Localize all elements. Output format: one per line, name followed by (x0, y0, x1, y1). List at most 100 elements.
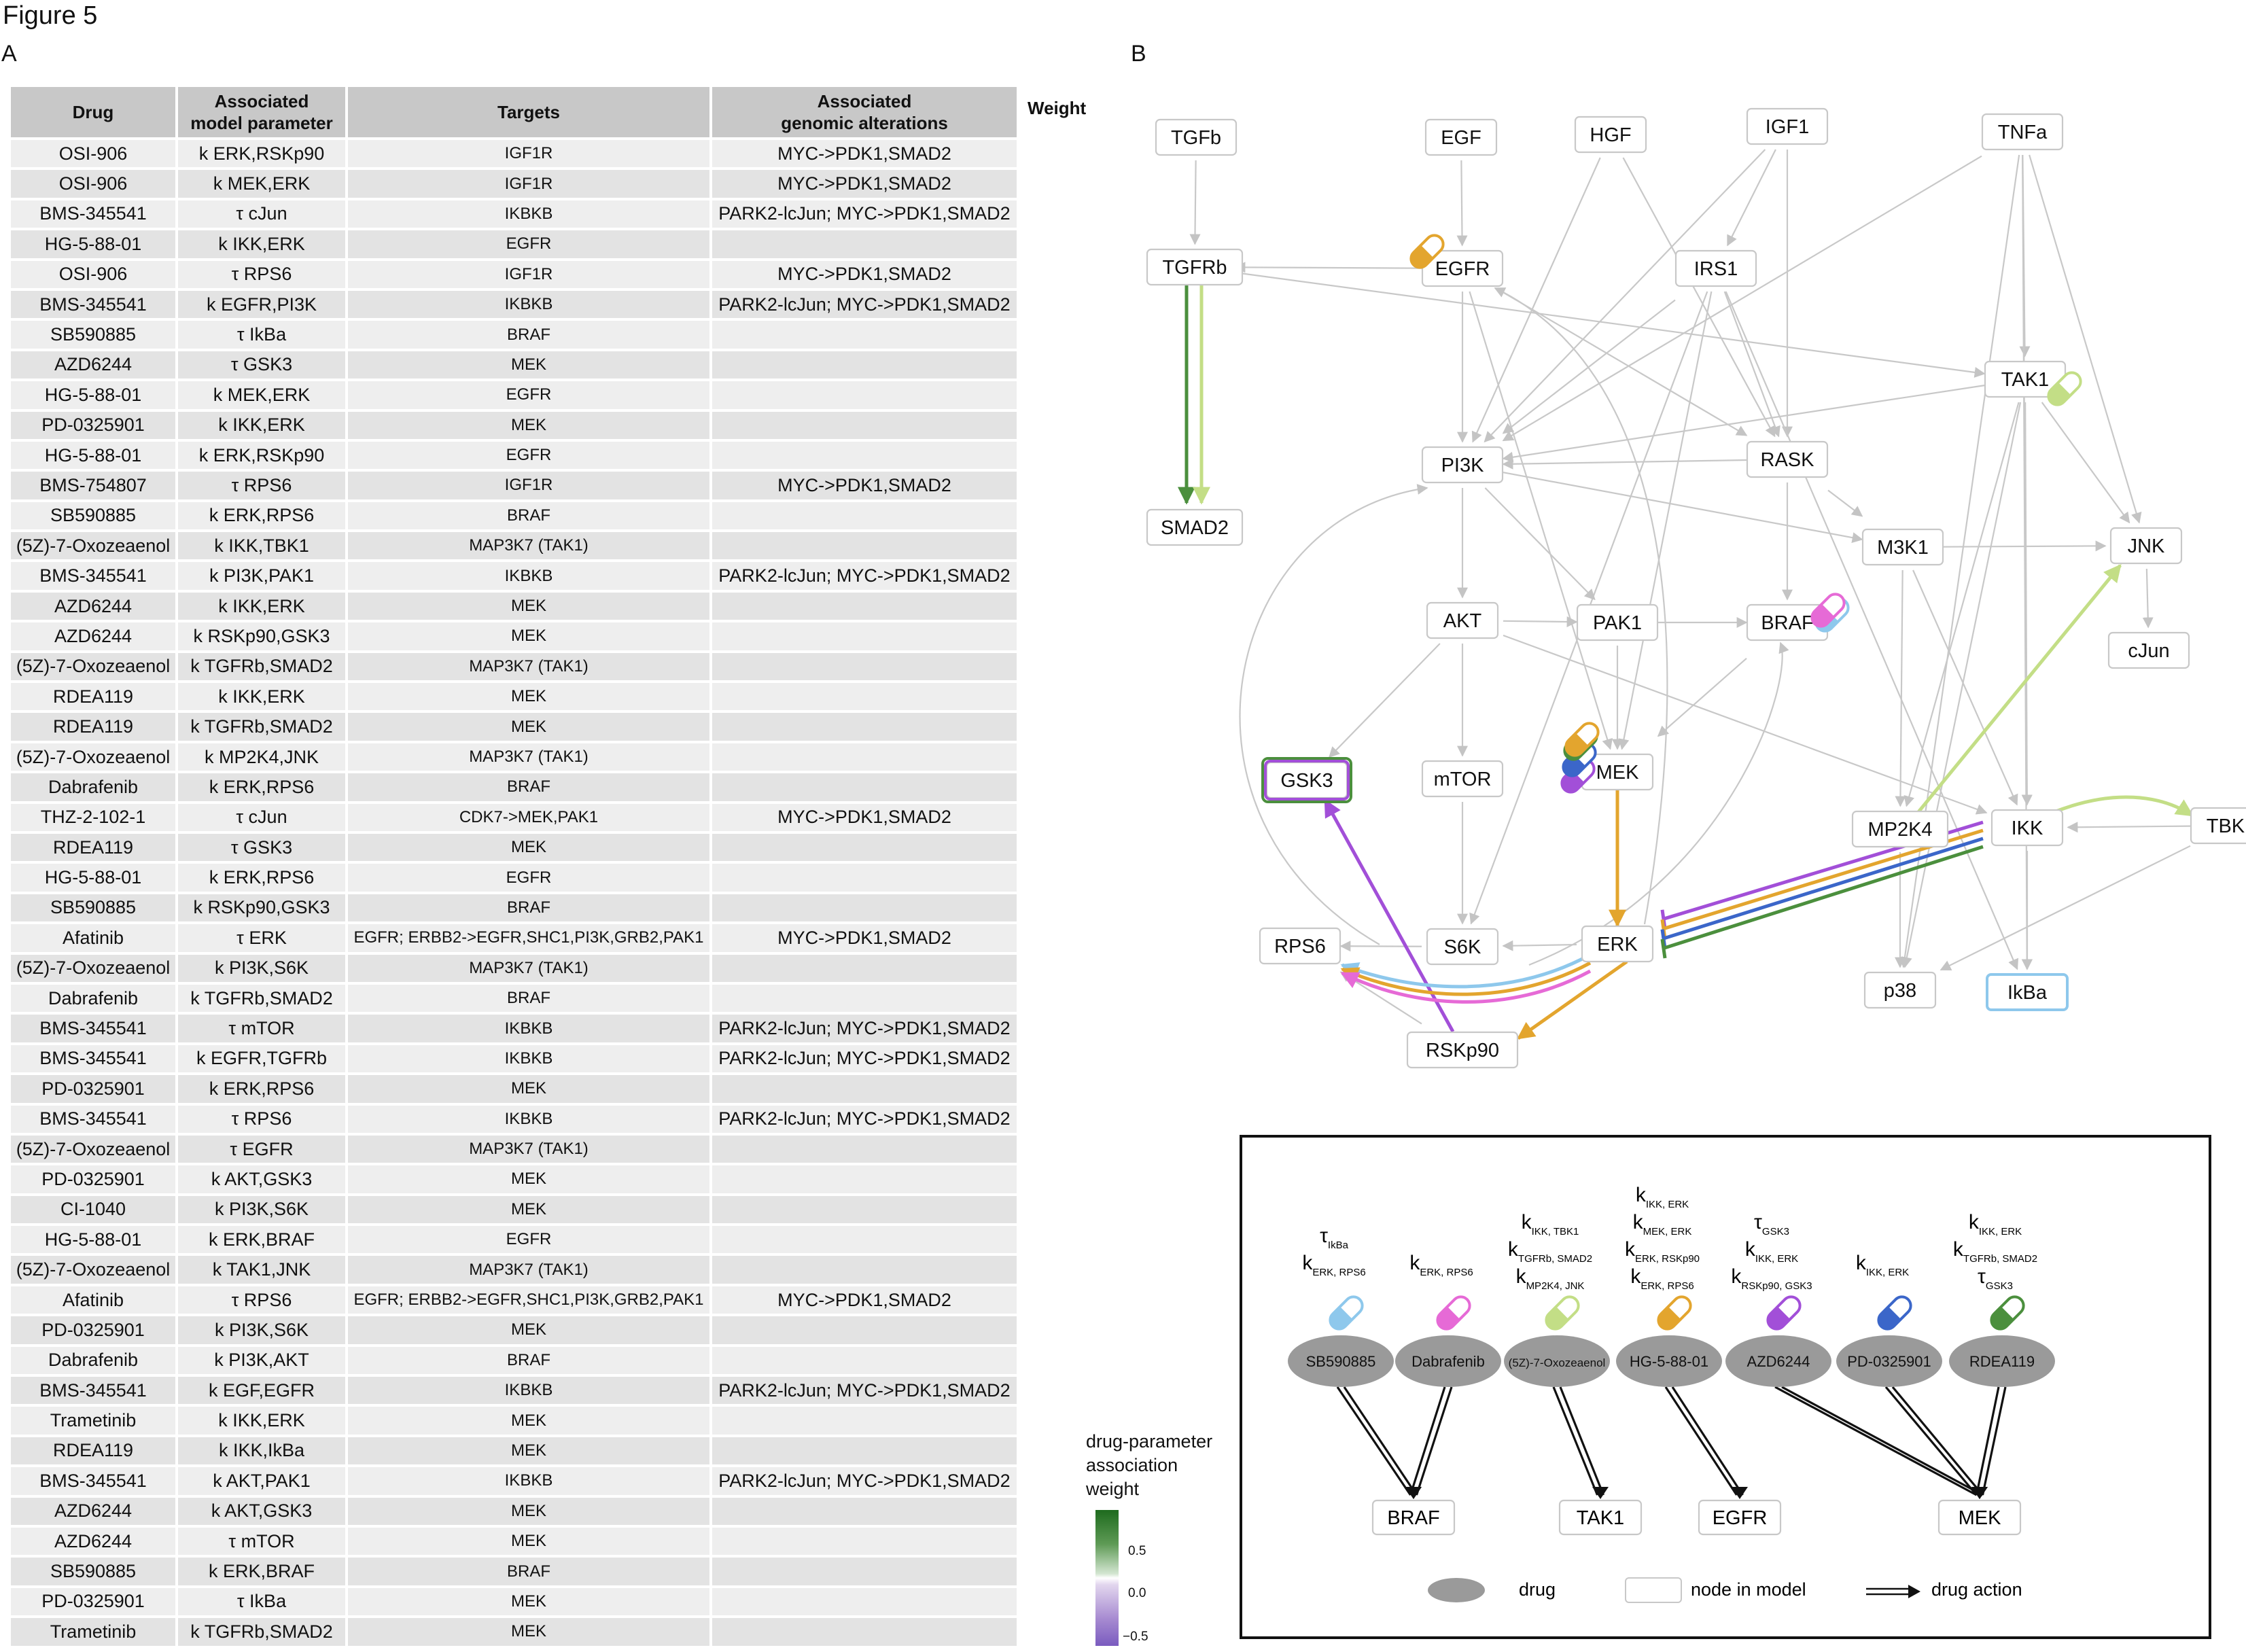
network-edge (2142, 568, 2154, 629)
cell-alterations (712, 1527, 1019, 1556)
drug-action-arrow (1415, 1386, 1453, 1496)
node-label: JNK (2128, 535, 2165, 557)
cell-alterations: PARK2-lcJun; MYC->PDK1,SMAD2 (712, 1377, 1019, 1405)
cell-alterations: PARK2-lcJun; MYC->PDK1,SMAD2 (712, 562, 1019, 590)
header-alterations: Associated genomic alterations (712, 87, 1019, 137)
drug-param-label: τGSK3 (1754, 1211, 1789, 1237)
network-edge (1895, 569, 1906, 807)
cell-targets: BRAF (348, 773, 712, 801)
network-edge (1618, 291, 1713, 750)
cell-drug: Afatinib (11, 924, 178, 952)
cell-drug: BMS-345541 (11, 290, 178, 319)
cell-alterations (712, 652, 1019, 681)
cell-alterations (712, 502, 1019, 530)
figure-title: Figure 5 (3, 1, 98, 30)
cell-alterations (712, 743, 1019, 771)
cell-targets: MAP3K7 (TAK1) (348, 1135, 712, 1163)
cell-targets: MEK (348, 683, 712, 711)
cell-drug: BMS-345541 (11, 1377, 178, 1405)
node-label: IGF1 (1766, 116, 1809, 138)
node-pak1: PAK1 (1576, 603, 1659, 642)
network-edge (1901, 402, 2022, 968)
cell-param: k TGFRb,SMAD2 (178, 1618, 348, 1646)
cell-targets: MEK (348, 1075, 712, 1103)
drug-param-label: kTGFRb, SMAD2 (1508, 1238, 1592, 1265)
cell-targets: MAP3K7 (TAK1) (348, 532, 712, 560)
network-edge (2029, 154, 2142, 524)
network-edge (1502, 940, 1577, 951)
legend-tick: 0.5 (1128, 1544, 1146, 1558)
cell-drug: BMS-345541 (11, 562, 178, 590)
cell-drug: CI-1040 (11, 1195, 178, 1224)
drug-effect-edge (1340, 953, 1592, 989)
pill-icon (1564, 722, 1600, 757)
cell-param: k ERK,BRAF (178, 1558, 348, 1585)
cell-targets: MEK (348, 1437, 712, 1465)
cell-drug: Dabrafenib (11, 1346, 178, 1375)
drug-effect-edge (1340, 969, 1592, 1004)
cell-drug: Trametinib (11, 1407, 178, 1435)
table-header-row: Drug Associated model parameter Targets … (11, 87, 1019, 137)
network-edge (1622, 157, 1776, 438)
cell-param: k RSKp90,GSK3 (178, 894, 348, 922)
cell-alterations (712, 351, 1019, 379)
cell-drug: (5Z)-7-Oxozeaenol (11, 532, 178, 560)
cell-drug: PD-0325901 (11, 411, 178, 439)
cell-targets: MAP3K7 (TAK1) (348, 1256, 712, 1284)
drug-ellipse (1395, 1335, 1501, 1387)
cell-alterations: MYC->PDK1,SMAD2 (712, 260, 1019, 288)
drug-action-arrow (1409, 1386, 1446, 1496)
cell-drug: AZD6244 (11, 351, 178, 379)
cell-param: k ERK,RPS6 (178, 1075, 348, 1103)
cell-param: k PI3K,S6K (178, 1316, 348, 1344)
drug-action-arrow (1336, 1386, 1411, 1496)
node-irs1: IRS1 (1674, 249, 1757, 287)
drug-effect-edge (1323, 798, 1455, 1033)
drug-action-arrow (1884, 1386, 1978, 1496)
header-targets: Targets (348, 87, 712, 137)
cell-targets: EGFR (348, 1226, 712, 1254)
cell-param: k IKK,ERK (178, 230, 348, 258)
cell-alterations (712, 1407, 1019, 1435)
node-cjun: cJun (2107, 631, 2190, 669)
cell-param: k MP2K4,JNK (178, 743, 348, 771)
cell-targets: MEK (348, 1618, 712, 1646)
drug-effect-edge (1340, 961, 1592, 996)
node-label: TAK1 (2001, 369, 2049, 391)
header-param: Associated model parameter (178, 87, 348, 137)
drug-ellipse-label: SB590885 (1306, 1353, 1376, 1370)
node-ikba: IkBa (1986, 973, 2069, 1011)
legend-drug-ellipse (1428, 1578, 1485, 1602)
drug-effect-edge (1662, 837, 1984, 941)
drug-param-label: kMP2K4, JNK (1516, 1265, 1585, 1292)
header-drug: Drug (11, 87, 178, 137)
node-box (1746, 440, 1829, 478)
cell-param: k PI3K,AKT (178, 1346, 348, 1375)
cell-param: τ GSK3 (178, 833, 348, 862)
node-label: RSKp90 (1426, 1040, 1499, 1061)
network-edge (2021, 402, 2033, 806)
drug-ellipse-label: PD-0325901 (1847, 1353, 1931, 1370)
cell-targets: IKBKB (348, 1044, 712, 1073)
node-label: ERK (1597, 934, 1638, 955)
node-rask: RASK (1746, 440, 1829, 478)
node-box (1421, 446, 1504, 484)
inset-target-label: EGFR (1713, 1507, 1768, 1529)
node-label: TGFb (1171, 127, 1221, 149)
cell-param: k PI3K,PAK1 (178, 562, 348, 590)
pill-icon (1657, 1295, 1692, 1331)
header-param-line2: model parameter (190, 113, 333, 133)
drug-action-arrow (1552, 1386, 1598, 1496)
cell-param: k IKK,TBK1 (178, 532, 348, 560)
node-box (1146, 508, 1244, 546)
cell-alterations (712, 1256, 1019, 1284)
cell-param: k MEK,ERK (178, 381, 348, 409)
node-box (2109, 527, 2183, 565)
node-gsk3: GSK3 (1261, 757, 1352, 803)
